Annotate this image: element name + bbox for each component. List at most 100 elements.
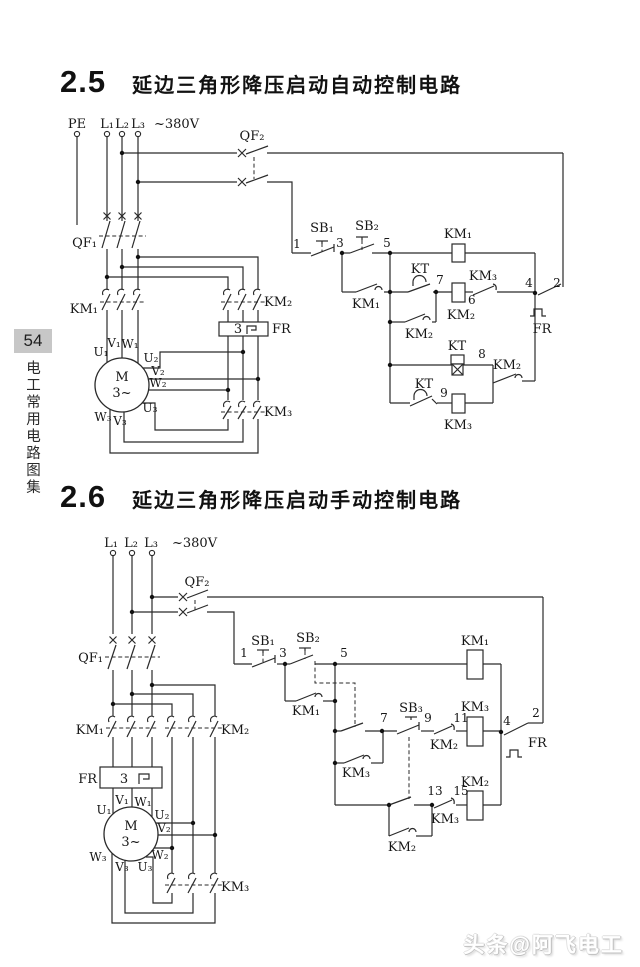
d1-label-km3-main: KM₃ xyxy=(264,405,292,420)
d2-label-motor: M xyxy=(124,819,137,834)
d1-label-km1-coil: KM₁ xyxy=(444,227,472,242)
d1-supply-terminals xyxy=(73,130,142,138)
d1-label-fr-phase: 3 xyxy=(234,322,242,337)
section-2-5-title: 延边三角形降压启动自动控制电路 xyxy=(132,75,463,97)
d2-label-u3: U₃ xyxy=(138,860,153,874)
d2-node-4: 4 xyxy=(503,714,511,728)
d2-label-km3-nc: KM₃ xyxy=(431,812,459,827)
d1-node-6: 6 xyxy=(468,293,476,307)
d1-label-v3: V₃ xyxy=(112,414,127,428)
d2-label-sb3: SB₃ xyxy=(399,701,423,716)
d2-wires xyxy=(105,556,544,924)
d2-label-l1: L₁ xyxy=(104,536,118,551)
d1-label-km2-no: KM₂ xyxy=(493,358,521,373)
section-2-5-number: 2.5 xyxy=(60,64,107,99)
d1-node-8: 8 xyxy=(478,347,486,361)
d2-label-motor-phase: 3~ xyxy=(121,835,140,850)
d1-node-5: 5 xyxy=(383,236,391,250)
d1-labels: PE L₁ L₂ L₃ ~380V QF₂ QF₁ KM₁ KM₂ 3 FR K… xyxy=(68,117,561,433)
section-2-6-header: 2.6 延边三角形降压启动手动控制电路 xyxy=(60,479,462,515)
d2-node-2: 2 xyxy=(532,706,540,720)
d2-label-voltage: ~380V xyxy=(172,536,218,551)
d2-label-v1: V₁ xyxy=(114,793,128,807)
d1-label-l1: L₁ xyxy=(100,117,114,132)
d1-node-2: 2 xyxy=(553,276,561,290)
d1-label-sb2: SB₂ xyxy=(355,219,379,234)
d1-label-w3: W₃ xyxy=(94,410,111,424)
d2-label-km3-selfhold: KM₃ xyxy=(342,766,370,781)
d1-label-km1-main: KM₁ xyxy=(70,302,98,317)
d2-node-15: 15 xyxy=(453,784,468,798)
d2-label-km2-nc: KM₂ xyxy=(430,738,458,753)
d2-symbols xyxy=(99,592,522,880)
d1-node-4: 4 xyxy=(525,276,533,290)
d1-node-9: 9 xyxy=(440,386,448,400)
d1-label-pe: PE xyxy=(68,117,86,132)
d1-label-km2-main: KM₂ xyxy=(264,295,292,310)
d2-label-w1: W₁ xyxy=(134,795,151,809)
d2-supply-terminals xyxy=(109,549,156,557)
d2-label-v2: V₂ xyxy=(156,821,171,835)
d2-label-v3: V₃ xyxy=(114,860,129,874)
d1-label-l3: L₃ xyxy=(131,117,145,132)
d1-label-km2-coil: KM₂ xyxy=(447,308,475,323)
d2-label-w2: W₂ xyxy=(151,848,168,862)
d1-label-km3-nc: KM₃ xyxy=(469,269,497,284)
d2-label-qf1: QF₁ xyxy=(78,651,103,666)
d1-label-fr-contact: FR xyxy=(533,322,553,337)
d2-label-km2-coil: KM₂ xyxy=(461,775,489,790)
d2-label-fr-contact: FR xyxy=(528,736,548,751)
d1-label-kt-coil: KT xyxy=(448,339,467,354)
diagram-2-6: L₁ L₂ L₃ ~380V QF₂ QF₁ KM₁ KM₂ FR 3 M 3~… xyxy=(76,536,548,924)
d1-label-sb1: SB₁ xyxy=(310,221,334,236)
d1-label-km3-coil: KM₃ xyxy=(444,418,472,433)
d2-node-7: 7 xyxy=(380,711,388,725)
sidebar-book-title: 电工常用电路图集 xyxy=(24,360,40,496)
d2-label-u2: U₂ xyxy=(155,808,170,822)
d2-label-km1-aux: KM₁ xyxy=(292,704,320,719)
d1-label-v2: V₂ xyxy=(150,364,165,378)
d1-label-motor: M xyxy=(115,370,128,385)
d1-label-kt-nc: KT xyxy=(415,377,434,392)
d1-node-3: 3 xyxy=(336,236,344,250)
d2-label-l2: L₂ xyxy=(124,536,138,551)
diagram-2-5: PE L₁ L₂ L₃ ~380V QF₂ QF₁ KM₁ KM₂ 3 FR K… xyxy=(68,117,564,454)
d2-label-sb1: SB₁ xyxy=(251,634,275,649)
d1-label-w2: W₂ xyxy=(149,376,166,390)
d1-label-voltage: ~380V xyxy=(154,117,200,132)
d1-label-w1: W₁ xyxy=(121,337,138,351)
d2-label-fr-box: FR xyxy=(78,772,98,787)
d2-label-w3: W₃ xyxy=(89,850,106,864)
d1-label-km2-selfhold: KM₂ xyxy=(405,327,433,342)
d2-junction-dots xyxy=(110,594,504,851)
d1-label-fr-box: FR xyxy=(272,322,292,337)
d2-node-11: 11 xyxy=(453,711,468,725)
d1-node-7: 7 xyxy=(436,273,444,287)
d1-label-km1-aux: KM₁ xyxy=(352,297,380,312)
watermark: 头条@阿飞电工 xyxy=(463,934,624,957)
d1-label-qf2: QF₂ xyxy=(240,129,265,144)
d2-node-13: 13 xyxy=(427,784,442,798)
page-number-badge: 54 xyxy=(14,329,52,353)
d2-node-1: 1 xyxy=(240,646,248,660)
d1-symbols xyxy=(94,148,546,414)
section-2-5-header: 2.5 延边三角形降压启动自动控制电路 xyxy=(60,64,462,100)
d1-label-u2: U₂ xyxy=(144,351,159,365)
d1-label-v1: V₁ xyxy=(106,336,120,350)
d1-label-l2: L₂ xyxy=(115,117,129,132)
d2-node-9: 9 xyxy=(424,711,432,725)
d2-label-km2-bypass: KM₂ xyxy=(388,840,416,855)
d2-label-km1-main: KM₁ xyxy=(76,723,104,738)
d2-label-fr-phase: 3 xyxy=(120,772,128,787)
d1-label-kt-no: KT xyxy=(411,262,430,277)
d2-label-km3-coil: KM₃ xyxy=(461,700,489,715)
d1-label-qf1: QF₁ xyxy=(72,236,97,251)
d2-labels: L₁ L₂ L₃ ~380V QF₂ QF₁ KM₁ KM₂ FR 3 M 3~… xyxy=(76,536,548,895)
d1-junction-dots xyxy=(104,150,538,393)
d1-label-motor-phase: 3~ xyxy=(112,386,131,401)
d2-label-km3-main: KM₃ xyxy=(221,880,249,895)
d2-label-u1: U₁ xyxy=(97,803,112,817)
d1-label-u1: U₁ xyxy=(94,345,109,359)
d2-node-3: 3 xyxy=(279,646,287,660)
section-2-6-title: 延边三角形降压启动手动控制电路 xyxy=(132,490,463,512)
